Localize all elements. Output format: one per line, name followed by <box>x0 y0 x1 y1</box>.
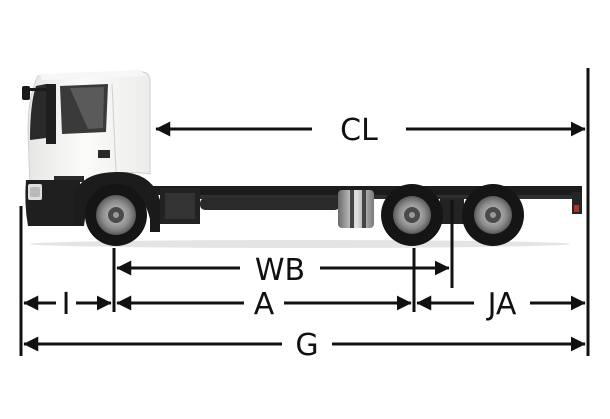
fuel-tank <box>338 190 374 228</box>
windshield <box>30 84 46 140</box>
label-wb: WB <box>255 253 305 288</box>
label-a: A <box>254 287 275 322</box>
rear-light <box>574 205 579 212</box>
air-tank <box>200 198 340 210</box>
door-seam <box>111 83 117 173</box>
a-pillar <box>46 84 56 144</box>
side-mirror-arm <box>28 88 46 91</box>
cab-step <box>54 176 84 182</box>
side-mirror <box>22 86 30 100</box>
door-handle <box>98 150 110 158</box>
frame-end-bracket <box>572 192 582 214</box>
battery-box-panel <box>165 193 195 219</box>
fuel-tank-strap-2 <box>362 190 366 228</box>
ground-shadow <box>30 240 570 248</box>
mud-flap <box>150 200 160 232</box>
dimension-lines <box>19 68 590 356</box>
rear-wheel-2 <box>462 184 524 246</box>
rear-wheel-1 <box>381 184 443 246</box>
label-cl: CL <box>340 113 378 148</box>
label-i: I <box>62 287 71 322</box>
headlight-inner <box>30 187 40 197</box>
cab-roof <box>40 70 146 80</box>
front-fender <box>74 172 160 232</box>
label-g: G <box>295 328 318 363</box>
label-ja: JA <box>486 287 517 322</box>
fuel-tank-strap <box>350 190 354 228</box>
door-window-reflection <box>70 87 104 129</box>
truck-chassis-cab-illustration <box>22 70 582 248</box>
front-wheel <box>85 184 147 246</box>
